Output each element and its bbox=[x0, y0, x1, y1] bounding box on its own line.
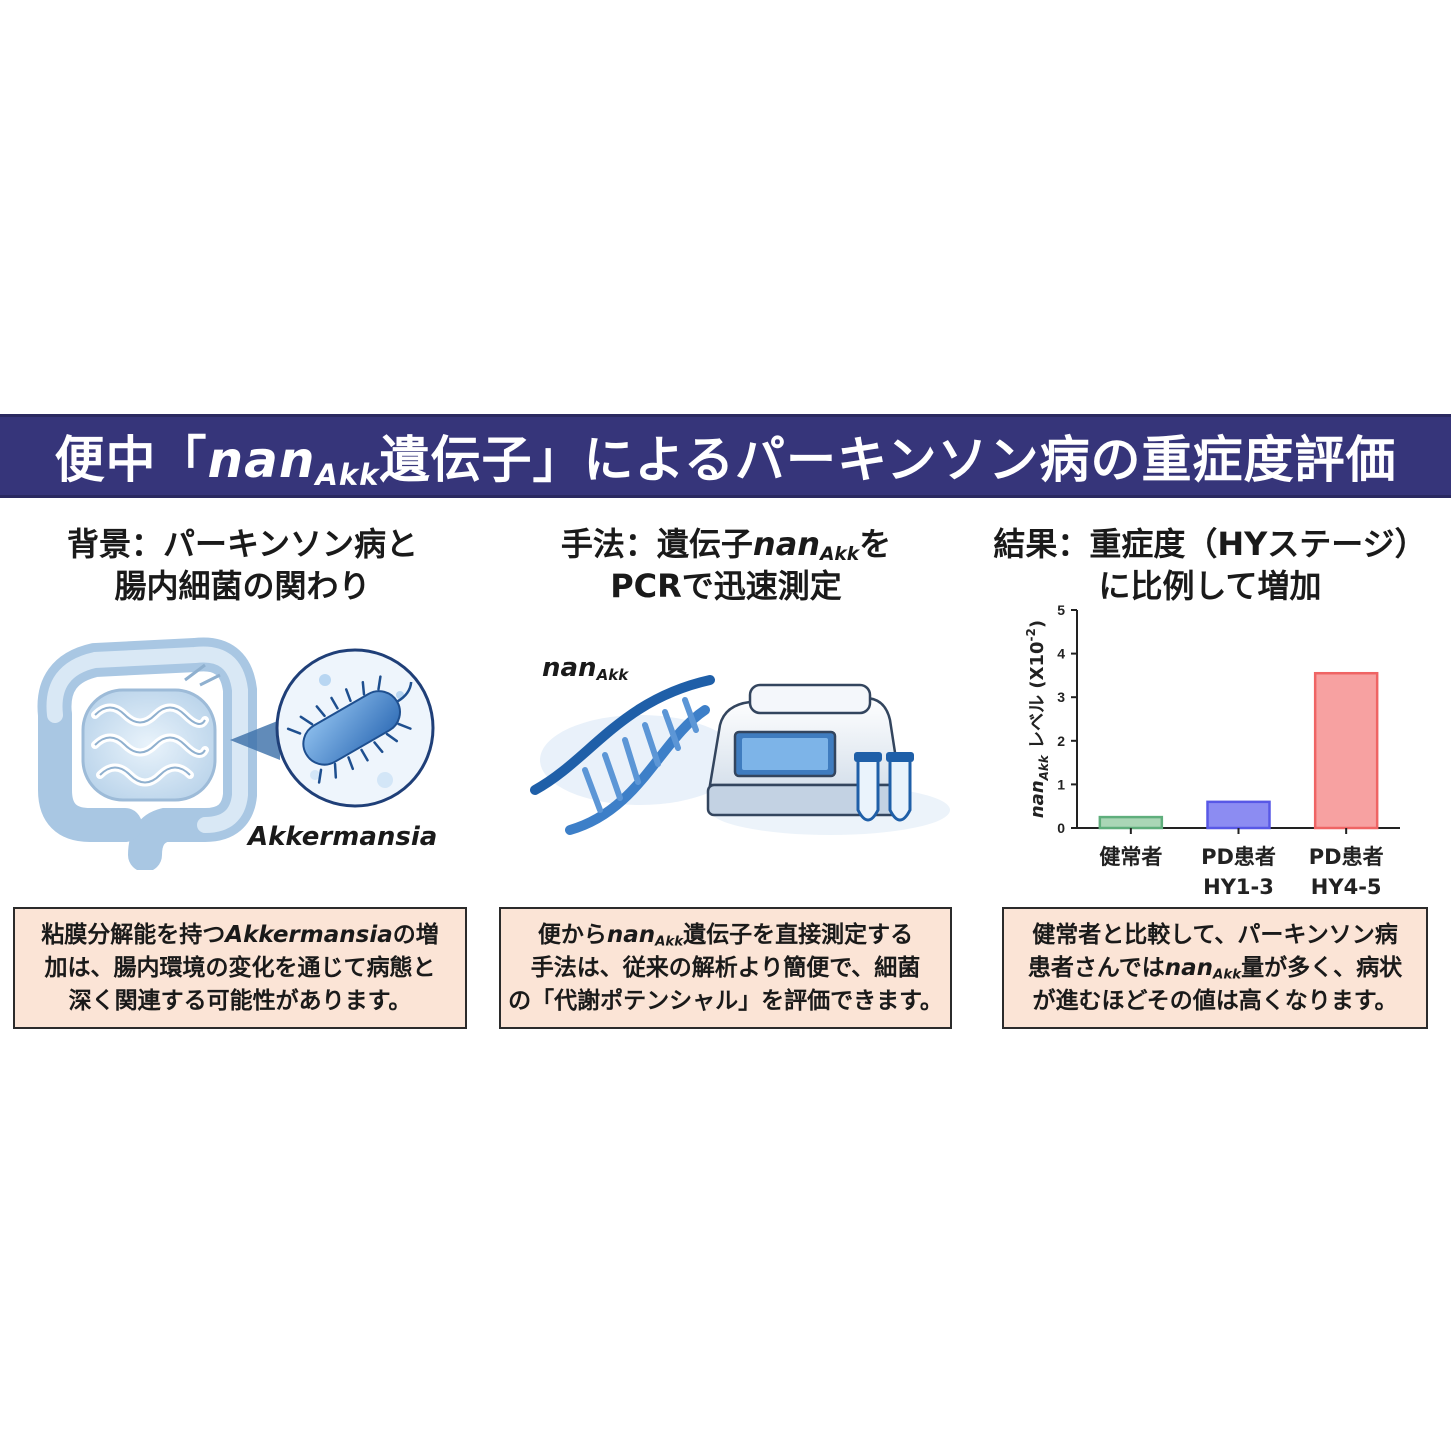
method-desc-line2: 手法は、従来の解析より簡便で、細菌 bbox=[530, 954, 921, 981]
y-tick-label: 4 bbox=[1057, 646, 1065, 662]
result-heading-line2: に比例して増加 bbox=[1098, 567, 1322, 605]
result-desc-line3: が進むほどその値は高くなります。 bbox=[1032, 987, 1398, 1014]
x-tick-labels: 健常者 PD患者 HY1-3 PD患者 HY4-5 bbox=[1099, 828, 1384, 898]
title-prefix: 便中「 bbox=[54, 431, 208, 489]
title-banner: 便中「nanAkk遺伝子」によるパーキンソン病の重症度評価 bbox=[0, 414, 1451, 498]
result-description: 健常者と比較して、パーキンソン病 患者さんではnanAkk量が多く、病状 が進む… bbox=[1002, 907, 1428, 1029]
gut-bacteria-illustration bbox=[37, 637, 435, 870]
method-heading-post: を bbox=[859, 525, 892, 563]
y-tick-label: 5 bbox=[1057, 602, 1065, 618]
background-desc-line1: 粘膜分解能を持つAkkermansiaの増 bbox=[41, 919, 438, 952]
nan-akk-bar-chart: nanAkk レベル (X10-2) 0 1 2 3 4 5 健常者 PD患者 HY1-3 PD… bbox=[1024, 602, 1400, 898]
result-desc-pre: 患者さんでは bbox=[1027, 954, 1165, 981]
background-desc-line2: 加は、腸内環境の変化を通じて病態と bbox=[44, 954, 436, 981]
method-description: 便からnanAkk遺伝子を直接測定する 手法は、従来の解析より簡便で、細菌 の「… bbox=[499, 907, 952, 1029]
y-axis-title: nanAkk レベル (X10-2) bbox=[1024, 620, 1051, 818]
method-heading-line2: PCRで迅速測定 bbox=[610, 567, 842, 605]
dna-icon bbox=[530, 675, 715, 835]
result-heading: 結果：重症度（HYステージ） に比例して増加 bbox=[975, 523, 1445, 607]
method-desc-post: 遺伝子を直接測定する bbox=[683, 921, 914, 948]
title-gene-sub: Akk bbox=[315, 458, 380, 493]
bar-2 bbox=[1313, 671, 1379, 830]
background-heading: 背景：パーキンソン病と 腸内細菌の関わり bbox=[20, 523, 465, 607]
method-heading-line1: 手法：遺伝子nanAkkを bbox=[500, 523, 952, 565]
result-desc-gene-sub: Akk bbox=[1213, 967, 1242, 983]
bar-0 bbox=[1098, 815, 1164, 830]
y-tick-label: 3 bbox=[1057, 689, 1065, 705]
y-ticks: 0 1 2 3 4 5 bbox=[1057, 602, 1077, 836]
method-heading-pre: 手法：遺伝子 bbox=[560, 525, 753, 563]
x-tick-label: HY1-3 bbox=[1203, 875, 1274, 898]
page-title: 便中「nanAkk遺伝子」によるパーキンソン病の重症度評価 bbox=[55, 420, 1397, 492]
result-heading-line1: 結果：重症度（HYステージ） bbox=[993, 525, 1427, 563]
y-axis-exponent: -2 bbox=[1024, 628, 1038, 641]
y-tick-label: 2 bbox=[1057, 733, 1065, 749]
result-desc-line2: 患者さんではnanAkk量が多く、病状 bbox=[1028, 952, 1402, 985]
x-tick-label: 健常者 bbox=[1099, 845, 1162, 869]
method-heading-gene: nan bbox=[752, 525, 821, 563]
nan-akk-label-main: nan bbox=[542, 653, 597, 683]
title-gene: nan bbox=[207, 431, 316, 489]
bar-1 bbox=[1206, 800, 1271, 830]
result-desc-line1: 健常者と比較して、パーキンソン病 bbox=[1032, 921, 1398, 948]
pcr-machine-icon bbox=[706, 683, 905, 817]
background-desc-line1-post: の増 bbox=[392, 921, 439, 948]
method-desc-line3: の「代謝ポテンシャル」を評価できます。 bbox=[508, 987, 943, 1014]
background-heading-line2: 腸内細菌の関わり bbox=[114, 567, 371, 605]
method-heading-gene-sub: Akk bbox=[820, 544, 860, 566]
y-tick-label: 1 bbox=[1057, 776, 1065, 792]
nan-akk-label: nanAkk bbox=[542, 653, 628, 683]
background-description: 粘膜分解能を持つAkkermansiaの増 加は、腸内環境の変化を通じて病態と … bbox=[13, 907, 467, 1029]
method-heading: 手法：遺伝子nanAkkを PCRで迅速測定 bbox=[500, 523, 952, 607]
intestine-icon bbox=[37, 637, 257, 870]
title-suffix: 遺伝子」によるパーキンソン病の重症度評価 bbox=[379, 431, 1397, 489]
background-desc-line1-pre: 粘膜分解能を持つ bbox=[41, 921, 226, 948]
method-desc-line1: 便からnanAkk遺伝子を直接測定する bbox=[538, 919, 913, 952]
y-axis-label: nanAkk レベル (X10-2) bbox=[1024, 620, 1051, 818]
background-desc-akkermansia: Akkermansia bbox=[225, 921, 393, 948]
method-desc-gene-sub: Akk bbox=[655, 934, 684, 950]
x-tick-label: HY4-5 bbox=[1311, 875, 1382, 898]
y-axis-gene: nan bbox=[1027, 780, 1048, 818]
result-desc-post: 量が多く、病状 bbox=[1241, 954, 1403, 981]
y-tick-label: 0 bbox=[1057, 820, 1065, 836]
background-desc-line3: 深く関連する可能性があります。 bbox=[68, 987, 412, 1014]
pcr-illustration bbox=[530, 675, 950, 835]
y-axis-close: ) bbox=[1027, 620, 1048, 628]
method-desc-pre: 便から bbox=[537, 921, 607, 948]
result-desc-gene: nan bbox=[1164, 954, 1214, 981]
test-tube-icon bbox=[854, 752, 914, 822]
y-axis-text: レベル (X10 bbox=[1027, 641, 1048, 755]
bars bbox=[1098, 671, 1379, 830]
x-tick-label: PD患者 bbox=[1201, 845, 1276, 869]
nan-akk-label-sub: Akk bbox=[596, 666, 629, 685]
bacteria-icon bbox=[275, 648, 435, 808]
background-heading-line1: 背景：パーキンソン病と bbox=[66, 525, 419, 563]
y-axis-gene-sub: Akk bbox=[1037, 754, 1051, 781]
x-tick-label: PD患者 bbox=[1309, 845, 1384, 869]
method-desc-gene: nan bbox=[606, 921, 656, 948]
akkermansia-label: Akkermansia bbox=[248, 822, 438, 852]
